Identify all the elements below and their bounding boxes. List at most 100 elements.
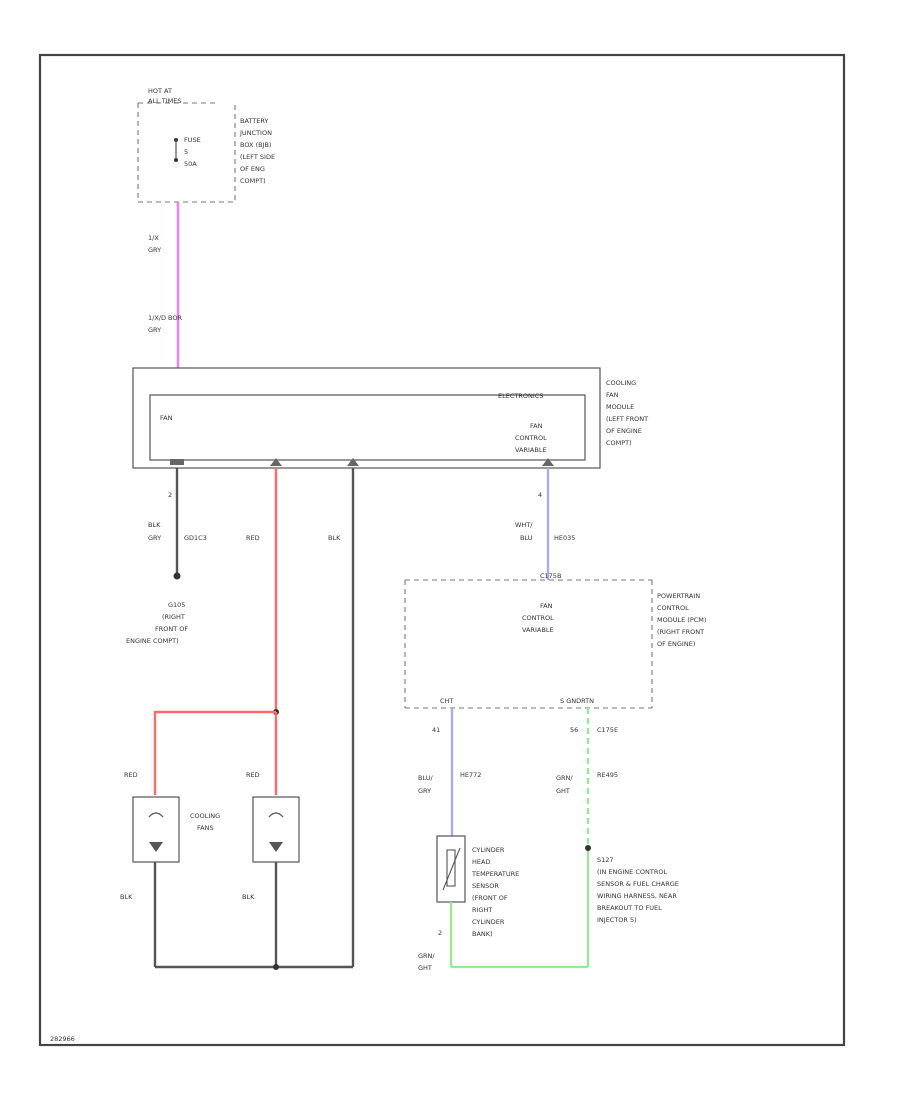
electronics-label: ELECTRONICS	[498, 392, 543, 400]
fan-left-terminal-icon	[149, 842, 163, 852]
right-fan-wire-bottom: BLK	[242, 893, 255, 901]
fan-control-line1: FAN	[530, 422, 543, 430]
ret-wire-color2: GHT	[556, 787, 570, 795]
splice-desc-3: BREAKOUT TO FUEL	[597, 904, 662, 912]
fan-right-terminal-icon	[269, 842, 283, 852]
fan-module-desc-1: FAN	[606, 391, 619, 399]
cht-desc-7: BANK)	[472, 930, 493, 938]
ground-color1: BLK	[148, 521, 161, 529]
ret-wire-color1: GRN/	[556, 774, 573, 782]
bjb-desc-0: BATTERY	[240, 117, 268, 125]
bjb-desc-3: (LEFT SIDE	[240, 153, 275, 161]
ground-color2: GRY	[148, 534, 161, 542]
cht-sensor-wire-color1: GRN/	[418, 952, 435, 960]
splice-desc-0: (IN ENGINE CONTROL	[597, 868, 667, 876]
pcm-desc-3: (RIGHT FRONT	[657, 628, 704, 636]
cht-wire-color1: BLU/	[418, 774, 434, 782]
pcm-left-pin: 41	[432, 726, 440, 734]
pcm-line3: VARIABLE	[522, 626, 554, 634]
connector-pin-ground	[170, 459, 184, 465]
cht-desc-0: CYLINDER	[472, 846, 505, 854]
left-fan-wire-top: RED	[124, 771, 138, 779]
diagram-code: 282966	[50, 1035, 75, 1043]
red-wire-left-fan	[153, 710, 276, 795]
bjb-desc-2: BOX (BJB)	[240, 141, 271, 149]
cht-sensor-wire-color2: GHT	[418, 964, 432, 972]
ground-circuit: GD1C3	[184, 534, 207, 542]
splice-s127-dot	[585, 845, 591, 851]
pcm-right-pin: 56	[570, 726, 578, 734]
fan-module-desc-2: MODULE	[606, 403, 634, 411]
splice-desc-2: WIRING HARNESS, NEAR	[597, 892, 677, 900]
pcm-desc-2: MODULE (PCM)	[657, 616, 706, 624]
battery-junction-box: HOT AT ALL TIMES FUSE 5 50A BATTERY JUNC…	[137, 87, 275, 203]
pcm-gndrtn-tag: S GNDRTN	[560, 697, 594, 705]
ground-desc-2: ENGINE COMPT)	[126, 637, 179, 645]
bjb-desc-5: COMPT)	[240, 177, 266, 185]
cht-wire-color2: GRY	[418, 787, 431, 795]
cht-desc-3: SENSOR	[472, 882, 499, 890]
all-times-label: ALL TIMES	[148, 97, 181, 105]
fan-label: FAN	[160, 414, 173, 422]
cooling-fan-left	[132, 796, 180, 863]
fuse-terminal-bottom	[174, 158, 178, 162]
wire-top-upper-color: GRY	[148, 246, 161, 254]
fan-right-motor-icon	[268, 812, 284, 818]
fan-module-electronics	[149, 394, 586, 461]
cht-sensor-pin: 2	[438, 929, 442, 937]
ground-desc-1: FRONT OF	[155, 625, 188, 633]
fan-module-desc-5: COMPT)	[606, 439, 632, 447]
ground-desc-0: (RIGHT	[162, 613, 185, 621]
hot-at-label: HOT AT	[148, 87, 172, 95]
pcm-top-connector: C175B	[540, 572, 561, 580]
fuse-rating: 50A	[184, 160, 197, 168]
fan-left-motor-icon	[148, 812, 164, 818]
fan-module-desc-3: (LEFT FRONT	[606, 415, 648, 423]
diagram-frame	[38, 53, 846, 1047]
pcm-line1: FAN	[540, 602, 553, 610]
blk-wire-label: BLK	[328, 534, 341, 542]
fan-control-line3: VARIABLE	[515, 446, 547, 454]
fan-control-line2: CONTROL	[515, 434, 547, 442]
connector-pin-control	[542, 458, 554, 466]
pcm-desc-4: OF ENGINE)	[657, 640, 695, 648]
cylinder-head-temperature-sensor: CYLINDER HEAD TEMPERATURE SENSOR (FRONT …	[418, 835, 519, 972]
ret-wire-circuit: RE495	[597, 771, 618, 779]
connector-pin-red	[270, 458, 282, 466]
splice-desc-1: SENSOR & FUEL CHARGE	[597, 880, 679, 888]
fuse-label: FUSE	[184, 136, 201, 144]
left-fan-wire-bottom: BLK	[120, 893, 133, 901]
ground-splice-dot	[273, 964, 279, 970]
cooling-fans-label2: FANS	[197, 824, 214, 832]
cooling-fan-module: ELECTRONICS FAN FAN CONTROL VARIABLE COO…	[132, 367, 648, 469]
cooling-fans-label1: COOLING	[190, 812, 220, 820]
wire-top-lower-color: GRY	[148, 326, 161, 334]
fan-module-desc-0: COOLING	[606, 379, 636, 387]
wire-top-lower-code: 1/X/D BOR	[148, 314, 183, 322]
control-circuit: HE035	[554, 534, 575, 542]
cooling-fan-right	[252, 796, 300, 863]
cooling-fans: COOLING FANS RED RED BLK BLK	[120, 771, 300, 901]
fan-module-desc-4: OF ENGINE	[606, 427, 642, 435]
cht-wire-circuit: HE772	[460, 771, 481, 779]
wire-top-upper-code: 1/X	[148, 234, 159, 242]
splice-id: S127	[597, 856, 614, 864]
thermistor-icon	[446, 849, 456, 887]
fan-module-outer	[132, 367, 601, 469]
powertrain-control-module: C175B FAN CONTROL VARIABLE POWERTRAIN CO…	[404, 572, 706, 734]
bjb-outline	[137, 103, 236, 203]
control-pin: 4	[538, 491, 542, 499]
control-color1: WHT/	[515, 521, 533, 529]
ground-id: G105	[168, 601, 185, 609]
cht-desc-2: TEMPERATURE	[471, 870, 519, 878]
control-color2: BLU	[520, 534, 533, 542]
cht-desc-5: RIGHT	[472, 906, 492, 914]
pcm-desc-1: CONTROL	[657, 604, 689, 612]
pcm-cht-tag: CHT	[440, 697, 453, 705]
red-wire-label: RED	[246, 534, 260, 542]
cht-desc-1: HEAD	[472, 858, 490, 866]
ground-pin: 2	[168, 491, 172, 499]
cht-desc-4: (FRONT OF	[472, 894, 508, 902]
cht-desc-6: CYLINDER	[472, 918, 505, 926]
